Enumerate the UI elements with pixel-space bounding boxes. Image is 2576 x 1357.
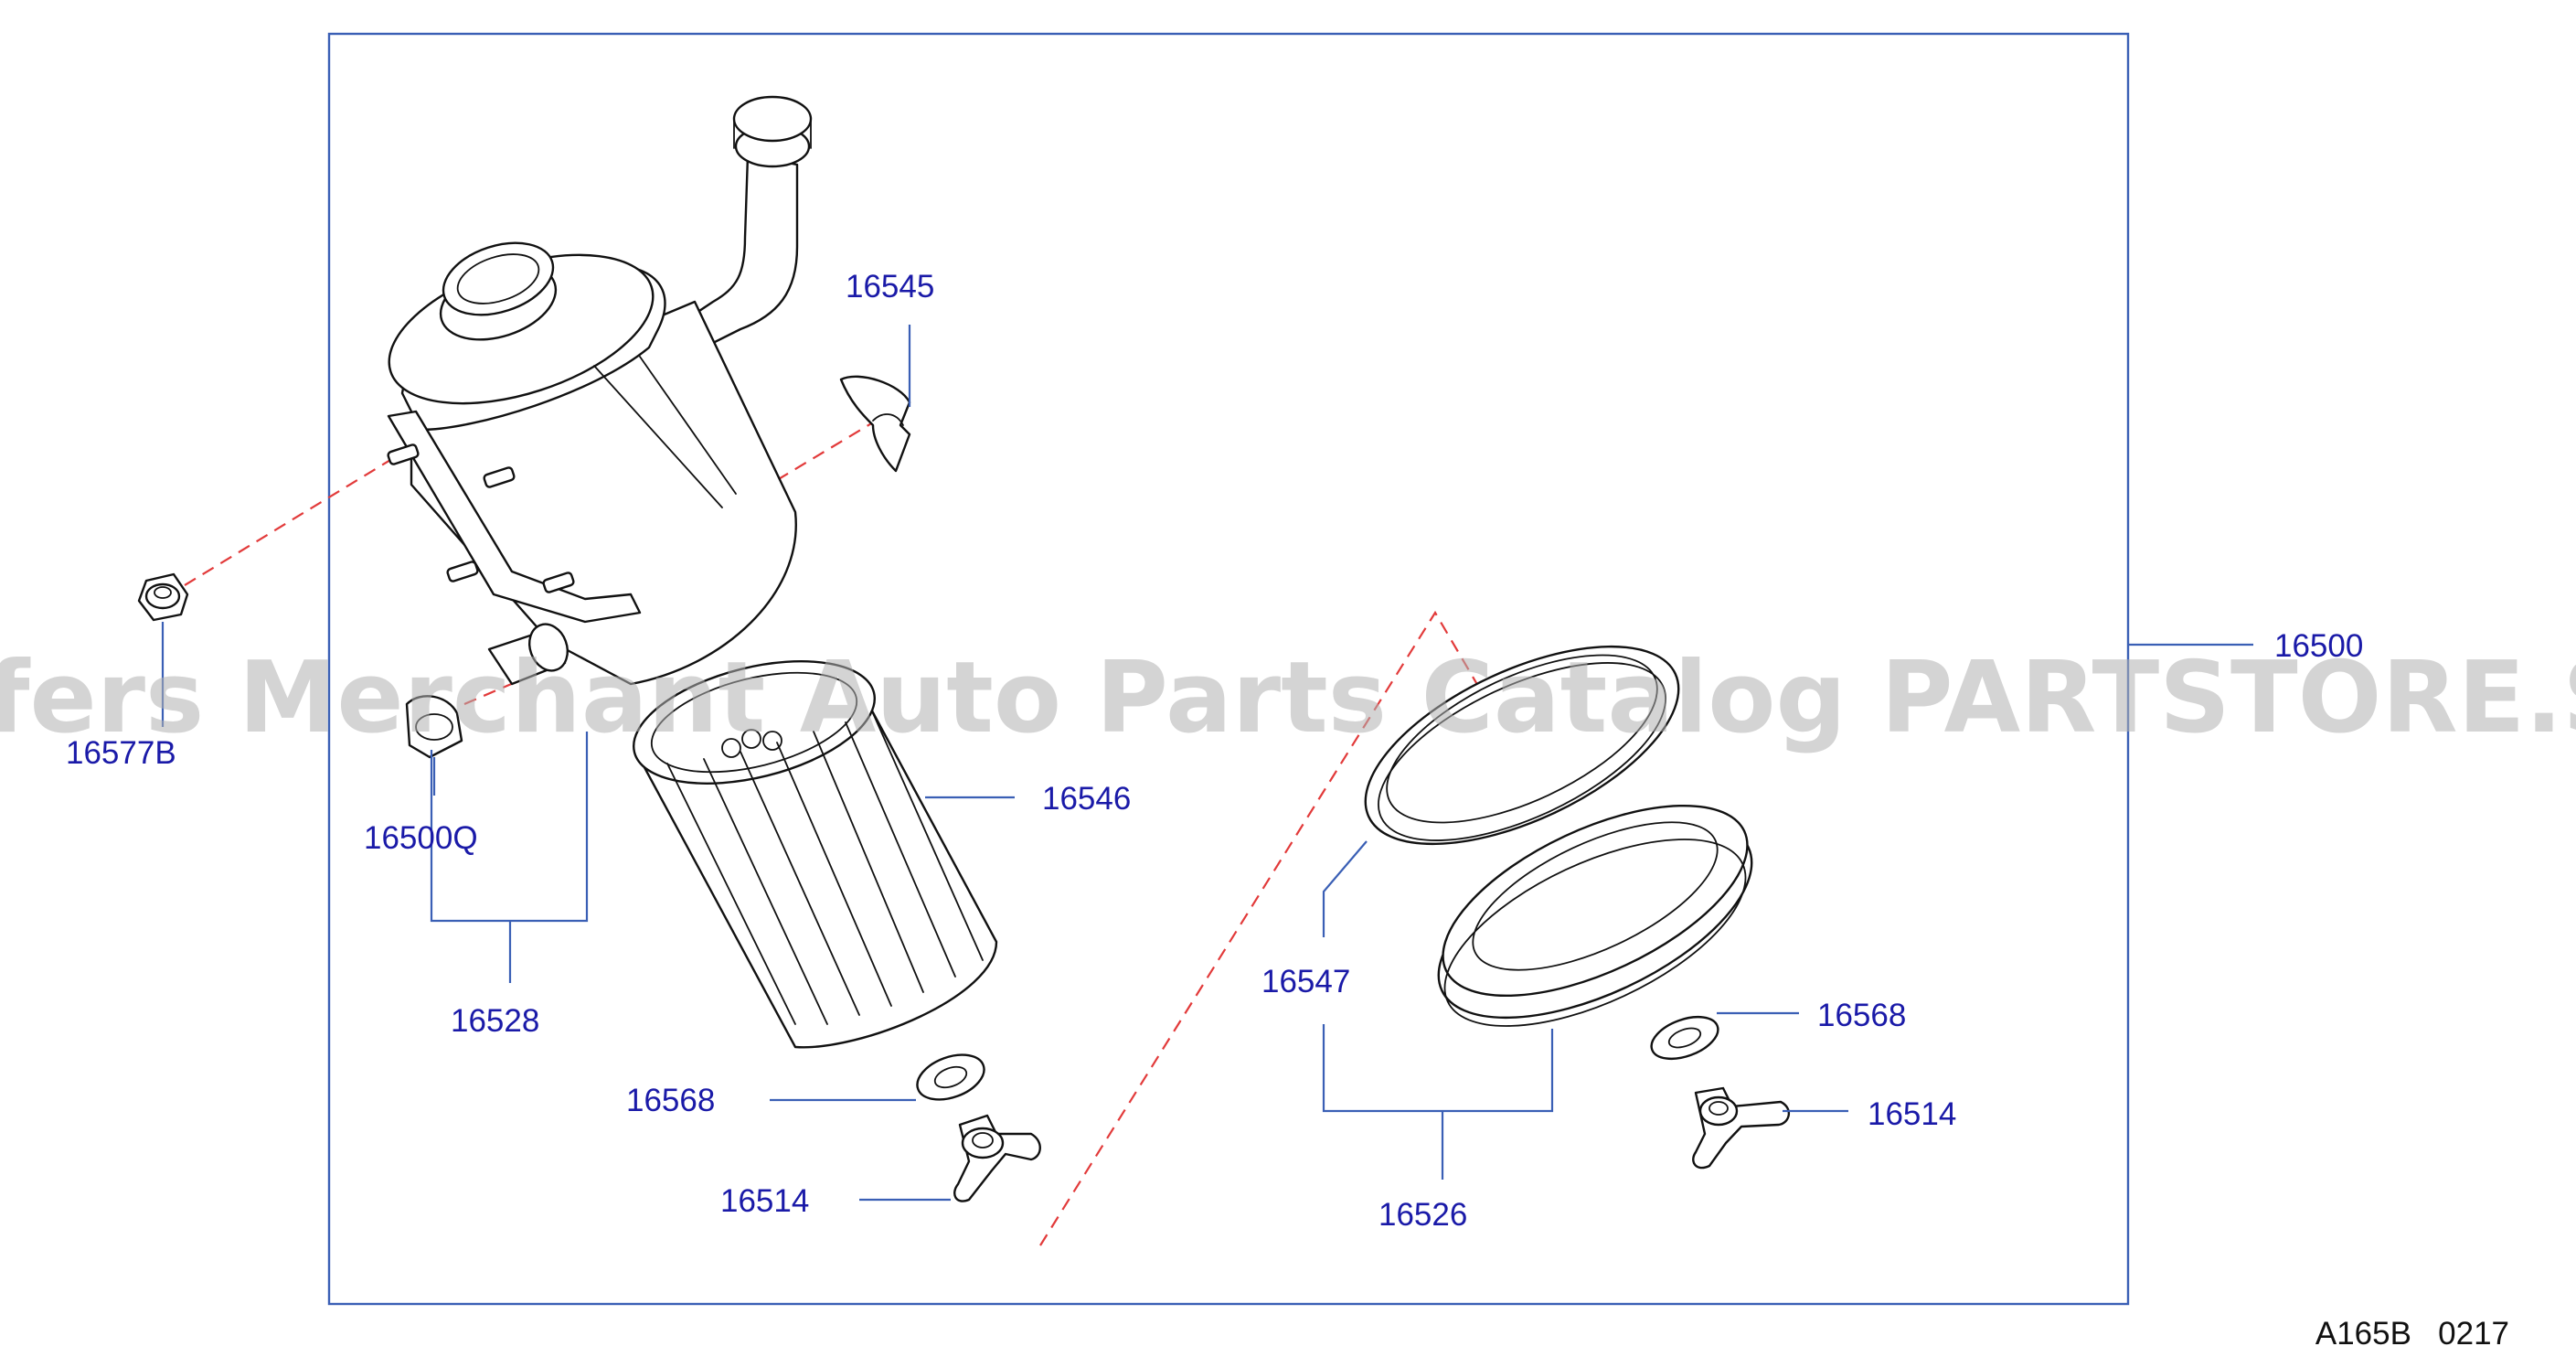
label-16545: 16545 bbox=[846, 269, 934, 305]
valve-16500Q bbox=[405, 695, 463, 759]
label-16500Q: 16500Q bbox=[364, 820, 478, 856]
label-16514-right: 16514 bbox=[1868, 1096, 1956, 1132]
cover-ring-16526 bbox=[1437, 804, 1753, 1027]
label-16546: 16546 bbox=[1042, 781, 1131, 817]
nut-16577B bbox=[137, 572, 189, 622]
watermark-text: Offers Merchant Auto Parts Catalog PARTS… bbox=[0, 641, 2576, 755]
label-16500: 16500 bbox=[2274, 628, 2363, 664]
label-16514-left: 16514 bbox=[720, 1183, 809, 1219]
wing-nut-left-16514 bbox=[953, 1114, 1041, 1202]
air-cleaner-housing bbox=[387, 95, 813, 686]
washer-right-16568 bbox=[1650, 1015, 1719, 1061]
mounting-studs bbox=[387, 443, 575, 593]
filter-element-16546 bbox=[633, 660, 998, 1049]
diagram-reference: A165B 0217 bbox=[2315, 1316, 2509, 1352]
label-16568-right: 16568 bbox=[1817, 998, 1906, 1033]
wing-nut-right-16514 bbox=[1692, 1086, 1790, 1170]
label-16568-left: 16568 bbox=[626, 1083, 715, 1118]
label-16528: 16528 bbox=[451, 1003, 539, 1039]
diagram-frame bbox=[327, 32, 2130, 1306]
part-labels: 16545 16577B 16500Q 16528 16546 16568 16… bbox=[66, 269, 2363, 1233]
label-16526: 16526 bbox=[1378, 1197, 1467, 1233]
label-16547: 16547 bbox=[1261, 964, 1350, 999]
label-16577B: 16577B bbox=[66, 735, 176, 771]
clip-16545 bbox=[839, 375, 911, 473]
leader-lines bbox=[161, 325, 2253, 1202]
washer-left-16568 bbox=[916, 1053, 985, 1101]
seal-ring-16547 bbox=[1364, 645, 1680, 846]
